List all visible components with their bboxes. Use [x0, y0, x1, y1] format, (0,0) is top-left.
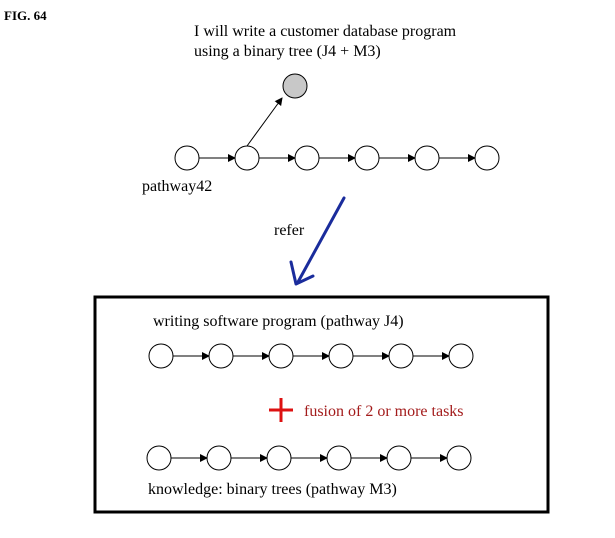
figure-label: FIG. 64 — [4, 8, 47, 23]
pathway-top-label: pathway42 — [142, 178, 212, 195]
knowledge-pathway-node — [446, 445, 472, 471]
pathway-top-node — [294, 145, 320, 171]
knowledge-pathway-node — [326, 445, 352, 471]
goal-text-line1: I will write a customer database program — [194, 23, 457, 40]
knowledge-pathway-node — [206, 445, 232, 471]
goal-text-line2: using a binary tree (J4 + M3) — [194, 43, 381, 60]
knowledge-pathway-node — [146, 445, 172, 471]
refer-arrow-head — [289, 260, 315, 286]
software-pathway-node — [448, 343, 474, 369]
pathway-top-node — [234, 145, 260, 171]
software-pathway-node — [148, 343, 174, 369]
refer-label: refer — [274, 222, 305, 239]
software-pathway-node — [388, 343, 414, 369]
pathway-top — [174, 145, 500, 171]
task-fusion-box — [93, 295, 550, 514]
knowledge-pathway-label: knowledge: binary trees (pathway M3) — [148, 481, 397, 498]
pathway-top-node — [354, 145, 380, 171]
pathway-software — [148, 343, 474, 369]
refer-arrow — [296, 196, 346, 284]
knowledge-pathway-node — [266, 445, 292, 471]
pathway-top-node — [474, 145, 500, 171]
pathway-knowledge — [146, 445, 472, 471]
software-pathway-title: writing software program (pathway J4) — [153, 313, 404, 330]
branch-arrow — [246, 97, 283, 147]
fusion-plus-icon — [269, 398, 293, 422]
software-pathway-node — [328, 343, 354, 369]
fusion-label: fusion of 2 or more tasks — [304, 403, 464, 420]
software-pathway-node — [208, 343, 234, 369]
knowledge-pathway-node — [386, 445, 412, 471]
pathway-top-node — [414, 145, 440, 171]
pathway-top-node — [174, 145, 200, 171]
goal-node — [282, 73, 308, 99]
software-pathway-node — [268, 343, 294, 369]
